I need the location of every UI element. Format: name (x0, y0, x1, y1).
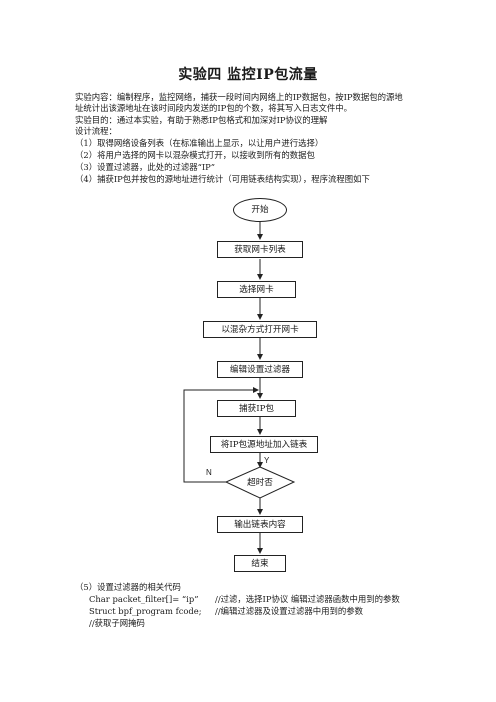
step-4: （4）捕获IP包并按包的源地址进行统计（可用链表结构实现），程序流程图如下 (75, 174, 370, 184)
flow-start: 开始 (233, 198, 287, 222)
step-5: （5）设置过滤器的相关代码 (75, 582, 181, 592)
flow-end: 结束 (234, 555, 286, 572)
flow-get-list: 获取网卡列表 (217, 241, 303, 258)
flow-filter: 编辑设置过滤器 (217, 361, 303, 378)
step-3: （3）设置过滤器，此处的过滤器“IP” (75, 162, 216, 172)
design-heading: 设计流程： (75, 126, 117, 136)
flow-select: 选择网卡 (217, 281, 296, 298)
flow-add: 将IP包源地址加入链表 (210, 436, 318, 453)
purpose-line: 实验目的：通过本实验，有助于熟悉IP包格式和加深对IP协议的理解 (75, 115, 328, 125)
flow-yes-label: Y (264, 456, 270, 465)
page-title: 实验四 监控IP包流量 (178, 67, 318, 83)
decision-diamond (224, 466, 296, 499)
content-line-1: 实验内容：编制程序，监控网络，捕获一段时间内网络上的IP数据包，按IP数据包的源… (75, 92, 403, 102)
code-comment-1: //过滤，选择IP协议 编辑过滤器函数中用到的参数 (215, 594, 400, 604)
step-2: （2）将用户选择的网卡以混杂模式打开，以接收到所有的数据包 (75, 150, 315, 160)
content-line-2: 址统计出该源地址在该时间段内发送的IP包的个数，将其写入日志文件中。 (75, 103, 352, 113)
flow-timeout: 超时否 (247, 478, 273, 488)
flow-output: 输出链表内容 (217, 516, 303, 533)
flow-no-label: N (206, 468, 212, 477)
code-line-2: Struct bpf_program fcode; (89, 606, 202, 616)
code-comment-2: //编辑过滤器及设置过滤器中用到的参数 (215, 606, 364, 616)
flow-capture: 捕获IP包 (217, 400, 296, 417)
step-1: （1）取得网络设备列表（在标准输出上显示，以让用户进行选择） (75, 138, 324, 148)
code-line-3: //获取子网掩码 (89, 618, 145, 628)
code-line-1: Char packet_filter[]= “ip” (89, 594, 199, 604)
flow-open: 以混杂方式打开网卡 (203, 321, 317, 338)
